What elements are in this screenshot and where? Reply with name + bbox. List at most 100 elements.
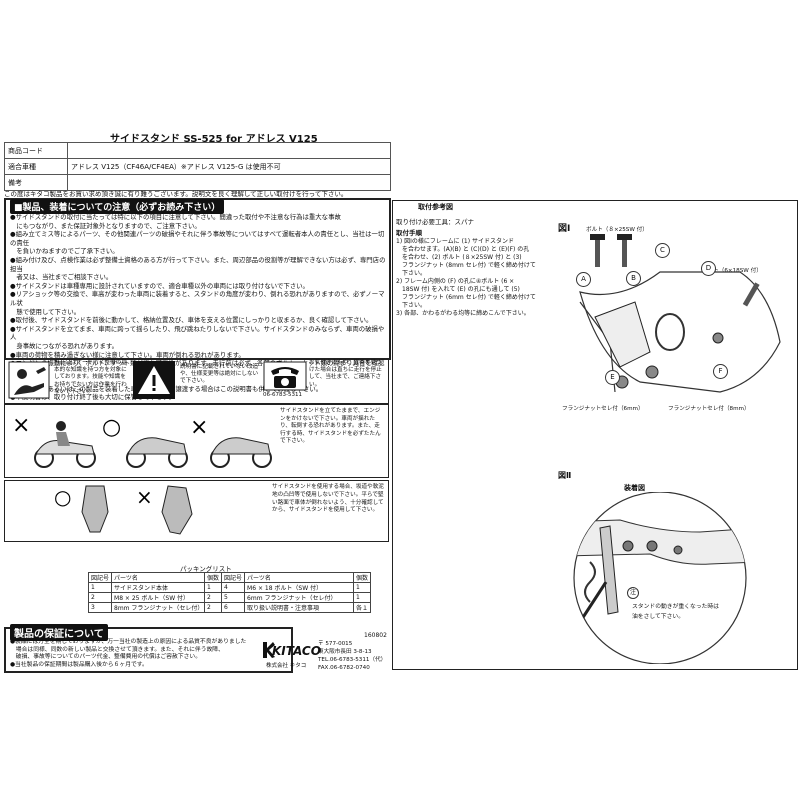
stand-illustration-box — [4, 404, 389, 478]
row-value — [67, 174, 391, 191]
address-line: 〒 577-0015 — [318, 641, 353, 647]
cell: 4 — [221, 582, 246, 593]
safety-line: 身事故につながる恐れがあります。 — [10, 341, 118, 350]
safety-line: ●車両の荷物を積み過ぎない様に注意して下さい。車両が倒れる恐れがあります。 — [10, 350, 245, 359]
address-line: FAX.06-6782-0740 — [318, 665, 370, 671]
ground-illustration-box — [4, 480, 389, 542]
svg-text:×: × — [136, 485, 153, 509]
phone-icon — [263, 361, 307, 391]
step-line: 1) 図Ⅰの様にフレームに (1) サイドスタンド — [396, 238, 514, 245]
safety-line: ●サイドスタンドを立てまま、車両に跨って揺らしたり、飛び跳ねたりしないで下さい。… — [10, 324, 385, 342]
col-header: 個数 — [353, 572, 372, 583]
cell: 2 — [204, 592, 223, 603]
row-value — [67, 142, 391, 159]
row-label: 適合車種 — [4, 158, 68, 175]
stand-engine-notice: サイドスタンドを立てたままで、エンジンをかけないで下さい。車両が揺れたり、転倒す… — [280, 408, 381, 445]
warranty-text: ●製品には万全を期しておりますが、万一当社の製造上の原因による品質不良がありまし… — [10, 639, 288, 669]
row-label: 商品コード — [4, 142, 68, 159]
warranty-line: ●製品には万全を期しておりますが、万一当社の製造上の原因による品質不良がありまし… — [10, 639, 247, 645]
fig1-bolt6-label: ボルト（6×18SW 付） — [702, 268, 762, 274]
safety-line: ●組み立てミス等によるパーツ、その他関連パーツの破損やそれに伴う事故等については… — [10, 230, 385, 247]
fig1-marker-b: B — [626, 271, 641, 286]
mechanic-icon — [8, 361, 50, 399]
fig2-note: スタンドの動きが重くなった時は油をさして下さい。 — [632, 604, 719, 620]
svg-text:×: × — [12, 413, 30, 438]
cell: 1 — [87, 582, 113, 593]
fig2-caption: 装着図 — [624, 484, 645, 492]
ground-usage-illustration: ○ × — [54, 485, 193, 535]
fig1-nut6-label: フランジナットセレ付（6mm） — [562, 406, 644, 412]
required-tools: 取り付け必要工具：スパナ — [396, 218, 474, 226]
cell: 8mm フランジナット（セレ付） — [111, 602, 206, 613]
cell: 3 — [87, 602, 113, 613]
step-line: 18SW 付) を入れて (E) の孔にも通して (5) — [396, 286, 520, 293]
cell: 2 — [87, 592, 113, 603]
install-title: 取付参考図 — [418, 203, 453, 211]
phone-number: 06-6783-5311 — [263, 392, 302, 398]
safety-line: ●本説明書は、取り付け終了後も大切に保管して下さい。 — [10, 393, 176, 402]
step-line: フランジナット (8mm セレ付) で軽く締め付けて — [396, 262, 536, 269]
kitaco-logo-text: KITACO — [272, 644, 321, 658]
svg-text:○: ○ — [102, 415, 121, 440]
fig1-frame-drawing — [579, 234, 781, 393]
col-header: 図記号 — [87, 572, 113, 583]
address-line: 東大阪市長田 3-8-13 — [318, 649, 372, 655]
fig1-marker-c: C — [655, 243, 670, 258]
procedure-steps: 1) 図Ⅰの様にフレームに (1) サイドスタンド を合わせます。(A)(B) … — [396, 238, 556, 318]
safety-line: 者又は、当社までご相談下さい。 — [10, 273, 113, 282]
cell: サイドスタンド本体 — [111, 582, 206, 593]
safety-line: ●組み付け及び、点検作業は必ず整備士資格のある方が行って下さい。また、周辺部品の… — [10, 255, 386, 273]
fig2-label: 図Ⅱ — [558, 471, 572, 480]
fig1-marker-a: A — [576, 272, 591, 287]
step-line: フランジナット (6mm セレ付) で軽く締め付けて — [396, 294, 536, 301]
warranty-title: 製品の保証について — [10, 624, 108, 641]
kitaco-logo-icon — [263, 642, 275, 658]
svg-text:○: ○ — [54, 485, 71, 509]
col-header: パーツ名 — [111, 572, 206, 583]
safety-line: ●取付後、サイドスタンドを前後に動かして、格納位置及び、車体を支える位置にしっか… — [10, 316, 373, 325]
safety-line: にもつながり、また保証対象外となりますので、ご注意下さい。 — [10, 221, 201, 230]
safety-title: ■製品、装着についての注意（必ずお読み下さい） — [10, 199, 225, 214]
fig1-bolt8-label: ボルト（８×25SW 付） — [586, 227, 648, 233]
cell: 1 — [353, 592, 372, 603]
warranty-line: 場合は同様、同数の新しい製品と交換させて頂きます。また、それに伴う故障、 — [10, 646, 224, 653]
row-value: アドレス V125（CF46A/CF4EA）※アドレス V125-G は使用不可 — [67, 158, 391, 175]
step-line: 下さい。 — [396, 270, 427, 277]
safety-line: ●リアショック等の交換で、車高が変わった車両に装着すると、スタンドの角度が変わり… — [10, 290, 385, 307]
mechanic-notice: 当商品はオートバイ整備の基本的な知識を持つ方を対象にしております。技能や知識をお… — [54, 360, 127, 395]
warranty-line: ●当社製品の保証期間は製品購入後から６ヶ月です。 — [10, 661, 148, 668]
step-line: を合わせ、(2) ボルト (８×25SW 付) と (3) — [396, 254, 522, 261]
step-line: を合わせます。(A)(B) と (C)(D) と (E)(F) の孔 — [396, 246, 530, 253]
company-name: 株式会社 キタコ — [266, 663, 307, 669]
warranty-line: 破損、事故等についてのパーツ代金、整備費用の代償はご容赦下さい。 — [10, 654, 202, 661]
page-title: サイドスタンド SS-525 for アドレス V125 — [110, 134, 318, 145]
ground-notice: サイドスタンドを使用する場合、坂道や軟泥地の凸凹等で使用しないで下さい。平らで堅… — [272, 484, 384, 514]
fig1-marker-d: D — [701, 261, 716, 276]
fig1-marker-f: F — [713, 364, 728, 379]
col-header: パーツ名 — [244, 572, 355, 583]
cell: 各１ — [353, 602, 372, 613]
fig1-nut8-label: フランジナットセレ付（8mm） — [668, 406, 750, 412]
warranty-box — [4, 627, 293, 673]
stand-usage-illustration: × ○ × — [12, 413, 272, 468]
thanks-text: この度はキタコ製品をお買い求め頂き誠に有り難うございます。説明文を良く理解して正… — [4, 190, 348, 198]
step-line: 3) 各部、かわるがわる均等に締めこんで下さい。 — [396, 310, 530, 317]
fig2-note-marker: 注 — [627, 587, 639, 599]
cell: 6mm フランジナット（セレ付） — [244, 592, 355, 603]
notice-row — [4, 358, 389, 404]
cell: 5 — [221, 592, 246, 603]
safety-line: を負いかねますのでご了承下さい。 — [10, 247, 119, 256]
cell: 取り扱い説明書・注意事項 — [244, 602, 355, 613]
step-line: 下さい。 — [396, 302, 427, 309]
col-header: 個数 — [204, 572, 223, 583]
step-line: 2) フレーム内側の (F) の孔に④ボルト (6 × — [396, 278, 515, 285]
address-line: TEL.06-6783-5311（代） — [318, 657, 387, 663]
cell: 6 — [221, 602, 246, 613]
cell: M6 × 18 ボルト（SW 付） — [244, 582, 355, 593]
spec-change-notice: 説明書に記載されていない改造や、仕様変更等は絶対にしないで下さい。 — [180, 364, 259, 385]
safety-line: ●サイドスタンドは車種専用に設計されていますので、適合車種以外の車両には取り付け… — [10, 281, 309, 290]
procedure-title: 取付手順 — [396, 229, 422, 237]
